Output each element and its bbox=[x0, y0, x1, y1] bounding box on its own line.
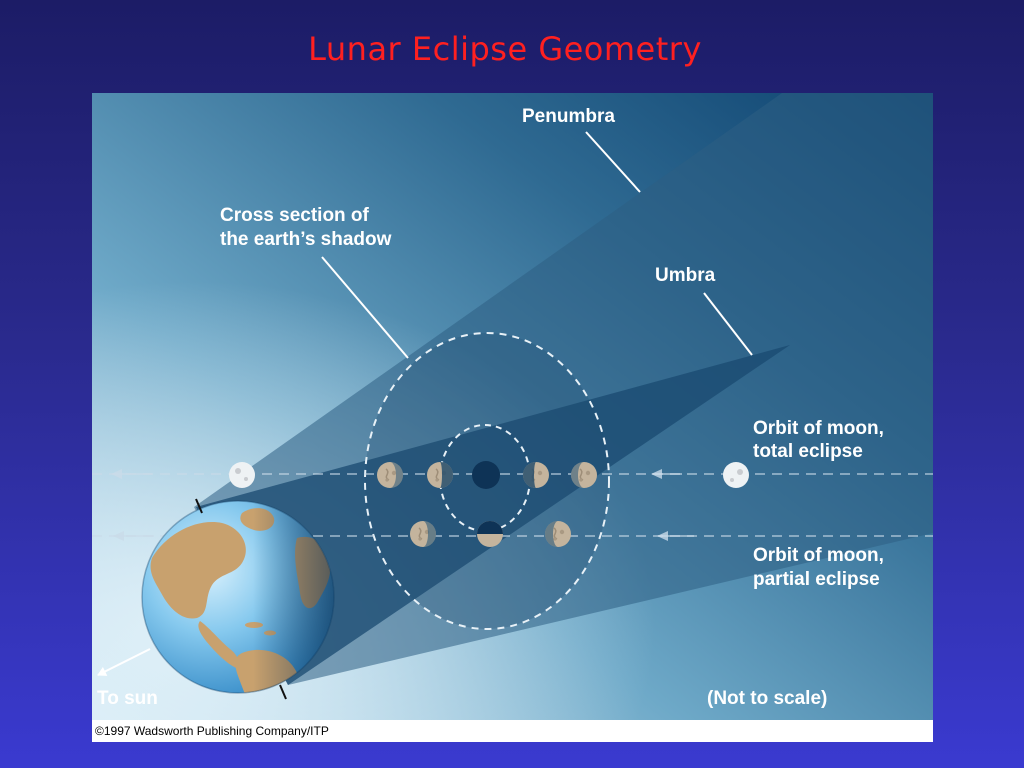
moon-partial-center bbox=[477, 521, 503, 547]
label-not-to-scale: (Not to scale) bbox=[707, 688, 827, 709]
label-cross-section-1: Cross section of bbox=[220, 205, 370, 226]
label-umbra: Umbra bbox=[655, 265, 716, 286]
moon-partial-1 bbox=[409, 520, 437, 548]
moon-total-1 bbox=[376, 461, 404, 489]
label-orbit-partial-1: Orbit of moon, bbox=[753, 545, 884, 566]
label-orbit-total-1: Orbit of moon, bbox=[753, 418, 884, 439]
label-penumbra: Penumbra bbox=[522, 106, 615, 127]
earth-icon bbox=[141, 498, 335, 700]
moon-total-center bbox=[472, 461, 500, 489]
cross-section-leader bbox=[321, 256, 409, 359]
penumbra-leader bbox=[585, 131, 641, 193]
copyright-credit: ©1997 Wadsworth Publishing Company/ITP bbox=[92, 720, 933, 742]
umbra-cone bbox=[196, 345, 790, 685]
label-cross-section-2: the earth’s shadow bbox=[220, 229, 392, 250]
umbra-leader bbox=[703, 292, 753, 356]
label-orbit-partial-2: partial eclipse bbox=[753, 569, 880, 590]
to-sun-arrow-icon bbox=[97, 648, 151, 676]
moon-total-full-right bbox=[723, 462, 749, 488]
moon-total-3 bbox=[522, 461, 550, 489]
moon-partial-3 bbox=[544, 520, 572, 548]
label-orbit-total-2: total eclipse bbox=[753, 441, 863, 462]
moon-total-2 bbox=[426, 461, 454, 489]
eclipse-diagram: Penumbra Cross section of the earth’s sh… bbox=[92, 93, 933, 742]
moon-total-4 bbox=[570, 461, 598, 489]
moon-total-full-left bbox=[229, 462, 255, 488]
slide-title: Lunar Eclipse Geometry bbox=[308, 30, 702, 68]
eclipse-diagram-svg: Penumbra Cross section of the earth’s sh… bbox=[92, 93, 933, 720]
label-to-sun: To sun bbox=[97, 688, 158, 709]
